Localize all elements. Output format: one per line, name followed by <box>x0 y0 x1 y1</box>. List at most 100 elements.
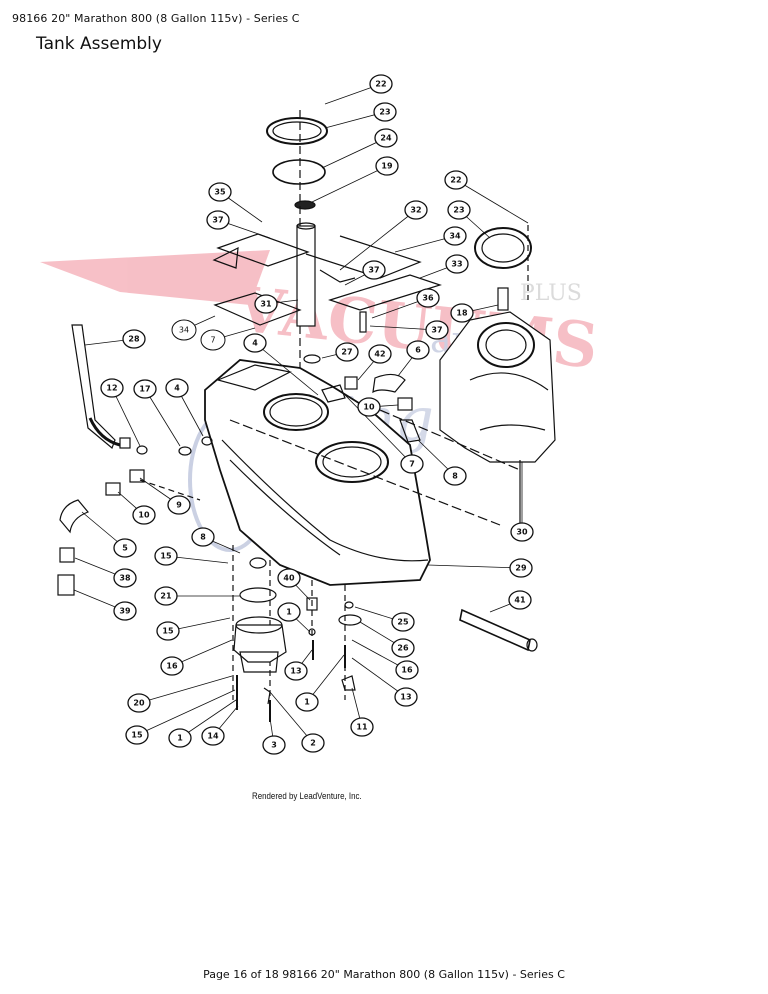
svg-text:3: 3 <box>271 741 277 750</box>
page-footer: Page 16 of 18 98166 20" Marathon 800 (8 … <box>203 968 565 981</box>
svg-text:36: 36 <box>422 294 434 303</box>
svg-text:4: 4 <box>252 339 258 348</box>
callout: 31 <box>254 294 278 314</box>
svg-text:12: 12 <box>106 384 117 393</box>
svg-text:29: 29 <box>515 564 527 573</box>
svg-text:13: 13 <box>290 667 301 676</box>
page-title: Tank Assembly <box>36 34 162 54</box>
callout: 13 <box>394 687 418 707</box>
svg-text:39: 39 <box>119 607 131 616</box>
svg-text:13: 13 <box>400 693 411 702</box>
svg-text:16: 16 <box>166 662 178 671</box>
svg-text:5: 5 <box>122 544 128 553</box>
svg-text:21: 21 <box>160 592 172 601</box>
callout: 1 <box>277 602 301 622</box>
callout: 1 <box>168 728 192 748</box>
callout: 32 <box>404 200 428 220</box>
callout: 13 <box>284 661 308 681</box>
callout: 8 <box>443 466 467 486</box>
svg-text:37: 37 <box>212 216 223 225</box>
svg-text:37: 37 <box>368 266 379 275</box>
callout: 15 <box>154 546 178 566</box>
rendered-by-credit: Rendered by LeadVenture, Inc. <box>252 791 362 801</box>
callout: 7 <box>200 329 226 351</box>
svg-text:38: 38 <box>119 574 131 583</box>
callout: 7 <box>400 454 424 474</box>
svg-text:40: 40 <box>283 574 295 583</box>
callout: 21 <box>154 586 178 606</box>
callout: 40 <box>277 568 301 588</box>
callout: 4 <box>165 378 189 398</box>
svg-text:1: 1 <box>304 698 310 707</box>
callout: 25 <box>391 612 415 632</box>
svg-text:7: 7 <box>409 460 415 469</box>
svg-text:11: 11 <box>356 723 368 732</box>
callout: 1 <box>295 692 319 712</box>
svg-text:7: 7 <box>210 336 215 345</box>
callout: 39 <box>113 601 137 621</box>
callout: 12 <box>100 378 124 398</box>
svg-text:30: 30 <box>516 528 528 537</box>
svg-text:15: 15 <box>131 731 143 740</box>
callout: 14 <box>201 726 225 746</box>
callout: 30 <box>510 522 534 542</box>
diagram-lines <box>57 110 556 722</box>
svg-text:22: 22 <box>450 176 461 185</box>
page-header: 98166 20" Marathon 800 (8 Gallon 115v) -… <box>12 12 300 25</box>
callout: 22 <box>444 170 468 190</box>
svg-text:37: 37 <box>431 326 442 335</box>
callout: 33 <box>445 254 469 274</box>
svg-text:2: 2 <box>310 739 316 748</box>
callout: 19 <box>375 156 399 176</box>
callout: 2 <box>301 733 325 753</box>
svg-text:1: 1 <box>286 608 292 617</box>
svg-text:8: 8 <box>200 533 206 542</box>
callout: 42 <box>368 344 392 364</box>
callout: 8 <box>191 527 215 547</box>
svg-text:9: 9 <box>176 501 182 510</box>
callout: 15 <box>125 725 149 745</box>
callout: 9 <box>167 495 191 515</box>
callout: 37 <box>362 260 386 280</box>
svg-text:22: 22 <box>375 80 386 89</box>
svg-text:33: 33 <box>451 260 462 269</box>
callout: 34 <box>171 319 197 341</box>
callout: 37 <box>425 320 449 340</box>
callout: 41 <box>508 590 532 610</box>
callout: 15 <box>156 621 180 641</box>
svg-text:20: 20 <box>133 699 145 708</box>
callout: 27 <box>335 342 359 362</box>
callout: 34 <box>443 226 467 246</box>
svg-text:24: 24 <box>380 134 392 143</box>
svg-text:15: 15 <box>160 552 172 561</box>
svg-text:23: 23 <box>379 108 390 117</box>
svg-text:14: 14 <box>207 732 219 741</box>
svg-text:26: 26 <box>397 644 409 653</box>
svg-text:8: 8 <box>452 472 458 481</box>
callout: 35 <box>208 182 232 202</box>
callout: 10 <box>357 397 381 417</box>
callout: 20 <box>127 693 151 713</box>
callout: 37 <box>206 210 230 230</box>
svg-text:42: 42 <box>374 350 385 359</box>
callout: 26 <box>391 638 415 658</box>
callout: 18 <box>450 303 474 323</box>
svg-text:16: 16 <box>401 666 413 675</box>
svg-text:18: 18 <box>456 309 468 318</box>
callout: 38 <box>113 568 137 588</box>
svg-text:28: 28 <box>128 335 140 344</box>
callout: 17 <box>133 379 157 399</box>
svg-text:17: 17 <box>139 385 150 394</box>
callout: 3 <box>262 735 286 755</box>
svg-text:32: 32 <box>410 206 421 215</box>
svg-text:35: 35 <box>214 188 226 197</box>
callouts: 22 23 24 19 22 23 35 37 32 34 37 33 31 3… <box>100 74 534 755</box>
svg-text:23: 23 <box>453 206 464 215</box>
callout: 23 <box>447 200 471 220</box>
svg-text:6: 6 <box>415 346 421 355</box>
svg-text:34: 34 <box>179 326 189 335</box>
callout: 16 <box>395 660 419 680</box>
svg-text:25: 25 <box>397 618 409 627</box>
callout: 36 <box>416 288 440 308</box>
svg-text:31: 31 <box>260 300 272 309</box>
